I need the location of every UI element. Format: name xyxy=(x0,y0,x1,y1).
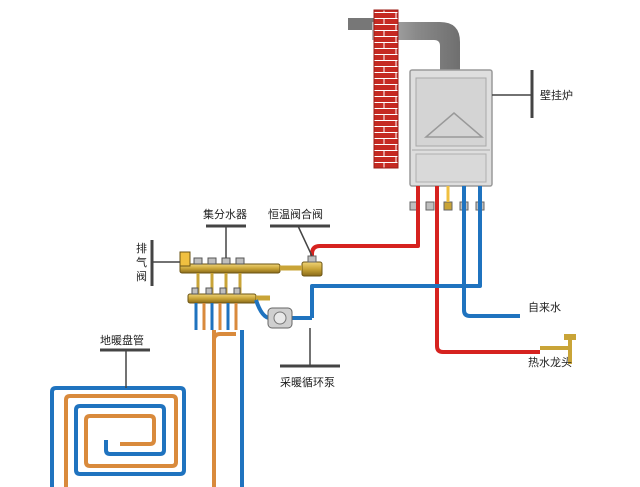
tap-water-pipe xyxy=(462,186,520,318)
coil-blue xyxy=(50,386,186,487)
wall-boiler xyxy=(409,69,493,211)
boiler-front-panel xyxy=(415,77,487,147)
boiler-triangle-icon xyxy=(423,112,485,138)
vent-valve-label-1: 排 xyxy=(136,241,147,255)
floor-riser-pipes xyxy=(212,330,244,487)
vent-valve-label-3: 阀 xyxy=(136,269,147,283)
boiler-bottom-panel xyxy=(415,153,487,183)
heating-supply-pipe xyxy=(310,186,420,270)
thermostatic-valve xyxy=(301,255,323,277)
flue-cap xyxy=(348,18,374,30)
boiler-label: 壁挂炉 xyxy=(540,88,573,102)
leader-lines xyxy=(100,70,534,388)
manifold xyxy=(179,251,302,330)
tap-water-label: 自来水 xyxy=(528,301,561,314)
heating-return-pipe xyxy=(310,186,482,318)
manifold-label: 集分水器 xyxy=(203,207,247,221)
vent-valve-label-2: 气 xyxy=(136,255,147,269)
floor-heating-coil xyxy=(50,386,186,487)
circulation-pump xyxy=(254,299,312,329)
hot-water-tap-icon xyxy=(540,334,576,364)
hot-water-pipe xyxy=(435,186,540,354)
brick-chimney xyxy=(373,9,399,169)
boiler-pipes xyxy=(310,186,540,354)
floor-coil-label: 地暖盘管 xyxy=(100,333,144,347)
vent-valve-icon xyxy=(179,251,191,267)
manifold-return-bar xyxy=(187,293,257,304)
boiler-connection-valves xyxy=(409,201,485,211)
thermostatic-valve-label: 恒温阀合阀 xyxy=(268,207,323,221)
circulation-pump-label: 采暖循环泵 xyxy=(280,376,335,389)
manifold-supply-bar xyxy=(179,263,281,274)
chimney xyxy=(348,9,460,169)
hot-water-tap-label: 热水龙头 xyxy=(528,356,572,369)
coil-orange xyxy=(64,394,178,487)
